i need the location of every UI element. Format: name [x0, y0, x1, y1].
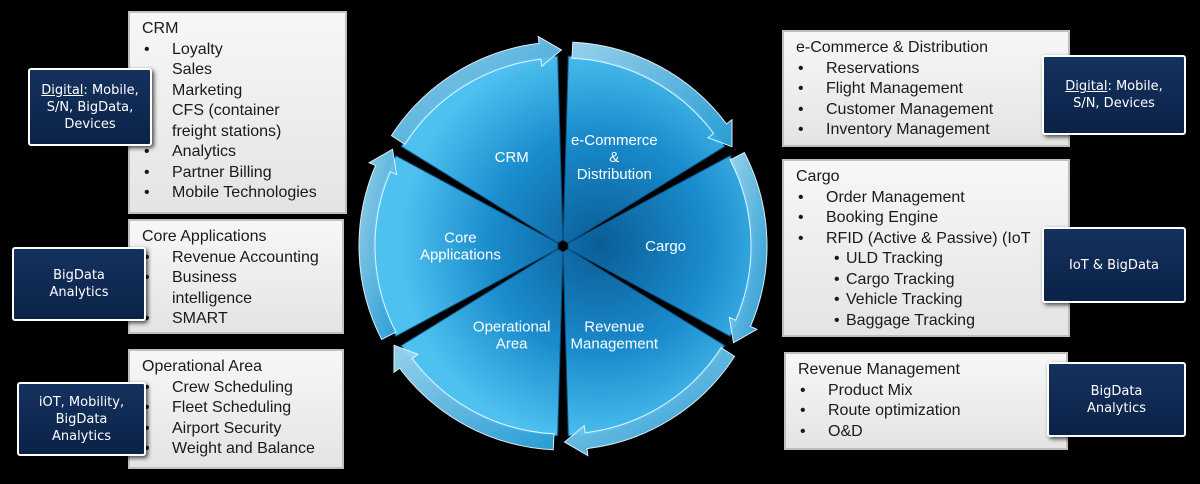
list-item: RFID (Active & Passive) (IoT: [796, 229, 1060, 250]
list-subitem: ULD Tracking: [796, 249, 1060, 270]
segment-label-line: Area: [496, 335, 528, 352]
crm-segment-label: CRM: [495, 149, 529, 166]
list-item: intelligence: [172, 289, 253, 307]
list-item: O&D: [798, 422, 1058, 443]
list-item: Analytics: [142, 142, 337, 163]
list-item: Reservations: [796, 59, 1060, 80]
list-subitem: Cargo Tracking: [796, 270, 1060, 291]
cycle-arrow: [393, 344, 555, 451]
cargo-panel-title: Cargo: [796, 168, 840, 185]
core-applications-panel: Core Applications Revenue Accounting Bus…: [128, 219, 344, 334]
list-item: freight stations): [172, 122, 282, 140]
digital-label: Digital: [1065, 79, 1108, 94]
list-item: Booking Engine: [796, 208, 1060, 229]
core-tech-tag-text: BigData Analytics: [49, 268, 109, 300]
digital-label: Digital: [41, 82, 84, 98]
segment-label-line: Core: [444, 230, 477, 247]
list-item: Route optimization: [798, 401, 1058, 422]
cycle-arrow: [358, 148, 398, 341]
segment-label-line: Management: [571, 335, 659, 352]
cycle-arrow: [390, 35, 563, 145]
segment-label-line: Cargo: [645, 238, 686, 255]
revenue-management-panel: Revenue Management Product Mix Route opt…: [784, 352, 1068, 450]
list-item: Mobile Technologies: [142, 183, 337, 204]
core-applications-panel-title: Core Applications: [142, 228, 267, 245]
list-item: Flight Management: [796, 79, 1060, 100]
segment-label-line: &: [609, 149, 619, 166]
list-item: SMART: [142, 309, 334, 330]
revenue-tech-tag: BigData Analytics: [1047, 362, 1186, 437]
list-item: Revenue Accounting: [142, 248, 334, 269]
segment-label-line: Applications: [420, 247, 501, 264]
list-subitem-label: Vehicle Tracking: [846, 291, 963, 308]
list-item: Weight and Balance: [142, 439, 334, 460]
cargo-panel: Cargo Order Management Booking Engine RF…: [782, 159, 1070, 337]
crm-panel-title: CRM: [142, 20, 179, 37]
cargo-tech-tag-text: IoT & BigData: [1069, 257, 1159, 273]
list-item: Product Mix: [798, 381, 1058, 402]
ecommerce-tech-tag: Digital: Mobile, S/N, Devices: [1042, 55, 1186, 135]
operational-area-panel-title: Operational Area: [142, 358, 263, 375]
tag-text-part: :: [83, 82, 88, 98]
list-item: Fleet Scheduling: [142, 398, 334, 419]
list-item: Order Management: [796, 188, 1060, 209]
segment-label-line: Revenue: [584, 318, 644, 335]
list-item: Business: [142, 268, 334, 289]
operational-tech-tag: iOT, Mobility, BigData Analytics: [17, 382, 146, 456]
revenue-management-panel-title: Revenue Management: [798, 361, 960, 378]
ecommerce-distribution-panel-title: e-Commerce & Distribution: [796, 39, 989, 56]
tag-text-part: S/N, Devices: [1073, 96, 1155, 111]
segment-label-line: e-Commerce: [571, 132, 658, 149]
list-item: Crew Scheduling: [142, 378, 334, 399]
list-item: Customer Management: [796, 100, 1060, 121]
list-subitem-label: ULD Tracking: [846, 250, 943, 267]
list-item: Loyalty: [142, 40, 337, 61]
list-subitem-label: Cargo Tracking: [846, 270, 955, 288]
cycle-arrow: [571, 41, 733, 148]
core-tech-tag: BigData Analytics: [12, 247, 146, 321]
ecommerce-segment-label: e-Commerce&Distribution: [571, 132, 658, 183]
segment-label-line: Distribution: [577, 166, 652, 183]
cargo-segment-label: Cargo: [645, 238, 686, 255]
revenue-tech-tag-text: BigData Analytics: [1086, 383, 1147, 416]
list-subitem: Baggage Tracking: [796, 311, 1060, 332]
list-item: Inventory Management: [796, 120, 1060, 141]
list-subitem-label: Baggage Tracking: [846, 311, 975, 329]
cycle-arrow: [728, 151, 768, 344]
operational-area-panel: Operational Area Crew Scheduling Fleet S…: [128, 349, 344, 469]
list-item: Partner Billing: [142, 163, 337, 184]
ecommerce-tech-tag-text: Digital: Mobile, S/N, Devices: [1065, 78, 1162, 112]
segment-label-line: CRM: [495, 149, 529, 166]
list-item: Sales: [172, 61, 213, 78]
segment-label-line: Operational: [473, 318, 551, 335]
crm-panel: CRM Loyalty Sales Marketing CFS (contain…: [128, 11, 347, 214]
tag-text-part: : Mobile,: [1107, 79, 1163, 94]
cargo-tech-tag: IoT & BigData: [1042, 227, 1186, 303]
cycle-arrow: [563, 347, 736, 457]
list-subitem: Vehicle Tracking: [796, 290, 1060, 311]
list-item: CFS (container: [172, 102, 280, 119]
crm-tech-tag: Digital: Mobile, S/N, BigData, Devices: [28, 68, 152, 146]
crm-tech-tag-text: Digital: Mobile, S/N, BigData, Devices: [34, 82, 146, 133]
ecommerce-distribution-panel: e-Commerce & Distribution Reservations F…: [782, 30, 1070, 147]
operational-tech-tag-text: iOT, Mobility, BigData Analytics: [38, 394, 125, 444]
list-item: Marketing: [172, 81, 243, 99]
list-item: Airport Security: [142, 419, 334, 440]
tag-text-part: Mobile, S/N, BigData, Devices: [46, 82, 139, 132]
